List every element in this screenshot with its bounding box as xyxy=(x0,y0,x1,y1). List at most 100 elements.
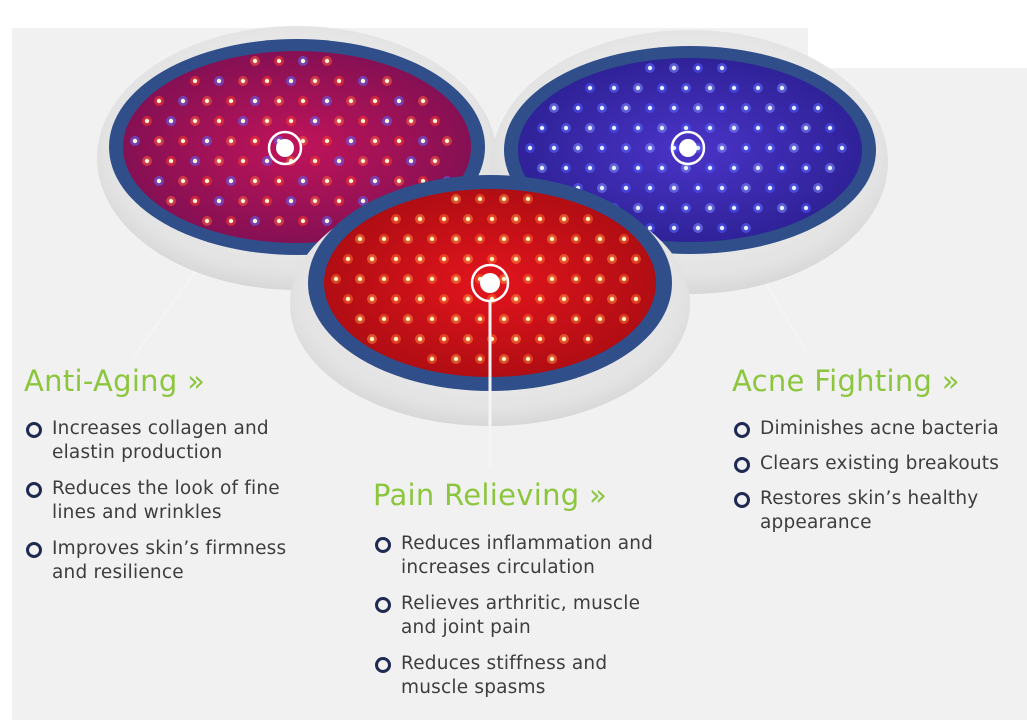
led-dot xyxy=(420,98,426,104)
led-dot xyxy=(324,98,330,104)
led-dot xyxy=(192,78,198,84)
led-dot xyxy=(513,336,519,342)
led-dot xyxy=(815,145,821,151)
led-dot xyxy=(144,118,150,124)
anti-aging-heading[interactable]: Anti-Aging » xyxy=(24,364,206,398)
led-dot xyxy=(743,145,749,151)
led-dot xyxy=(513,256,519,262)
led-dot xyxy=(336,158,342,164)
led-dot xyxy=(216,78,222,84)
led-dot xyxy=(300,98,306,104)
led-dot xyxy=(635,205,641,211)
led-dot xyxy=(441,256,447,262)
led-dot xyxy=(252,98,258,104)
led-dot xyxy=(549,276,555,282)
led-dot xyxy=(336,78,342,84)
led-dot xyxy=(561,336,567,342)
pain-relieving-heading[interactable]: Pain Relieving » xyxy=(373,478,608,512)
led-dot xyxy=(324,58,330,64)
led-dot xyxy=(707,125,713,131)
led-dot xyxy=(561,256,567,262)
led-dot xyxy=(357,276,363,282)
led-dot xyxy=(216,158,222,164)
led-dot xyxy=(264,198,270,204)
led-dot xyxy=(252,58,258,64)
led-dot xyxy=(743,225,749,231)
led-dot xyxy=(827,165,833,171)
led-dot xyxy=(791,145,797,151)
led-dot xyxy=(525,356,531,362)
led-dot xyxy=(719,185,725,191)
led-dot xyxy=(312,78,318,84)
led-dot xyxy=(501,276,507,282)
led-dot xyxy=(180,138,186,144)
led-dot xyxy=(549,316,555,322)
led-dot xyxy=(432,158,438,164)
led-dot xyxy=(827,125,833,131)
led-dot xyxy=(755,205,761,211)
led-dot xyxy=(671,225,677,231)
led-dot xyxy=(417,336,423,342)
led-dot xyxy=(156,138,162,144)
led-dot xyxy=(405,236,411,242)
led-dot xyxy=(393,296,399,302)
led-dot xyxy=(216,118,222,124)
led-dot xyxy=(791,105,797,111)
led-dot xyxy=(695,225,701,231)
led-dot xyxy=(587,85,593,91)
led-dot xyxy=(288,198,294,204)
led-dot xyxy=(621,276,627,282)
led-dot xyxy=(393,216,399,222)
led-dot xyxy=(621,236,627,242)
led-dot xyxy=(551,145,557,151)
list-item-text: Clears existing breakouts xyxy=(760,453,1000,474)
led-dot xyxy=(683,165,689,171)
led-dot xyxy=(527,145,533,151)
led-dot xyxy=(420,138,426,144)
led-dot xyxy=(384,78,390,84)
led-dot xyxy=(192,158,198,164)
led-dot xyxy=(360,78,366,84)
led-dot xyxy=(429,236,435,242)
led-dot xyxy=(611,165,617,171)
led-dot xyxy=(477,196,483,202)
led-dot xyxy=(719,65,725,71)
circle-bullet-icon xyxy=(375,597,391,613)
led-dot xyxy=(599,145,605,151)
led-dot xyxy=(537,296,543,302)
led-dot xyxy=(731,85,737,91)
list-item: Clears existing breakouts xyxy=(732,452,1022,476)
led-dot xyxy=(659,125,665,131)
led-dot xyxy=(573,236,579,242)
led-dot xyxy=(180,178,186,184)
led-dot xyxy=(420,178,426,184)
led-dot xyxy=(623,145,629,151)
led-dot xyxy=(539,165,545,171)
led-dot xyxy=(683,205,689,211)
list-item: Diminishes acne bacteria xyxy=(732,417,1022,441)
led-dot xyxy=(228,218,234,224)
led-dot xyxy=(453,316,459,322)
list-item: Relieves arthritic, muscle and joint pai… xyxy=(373,592,673,640)
led-dot xyxy=(477,236,483,242)
acne-fighting-list: Diminishes acne bacteria Clears existing… xyxy=(732,417,1022,547)
circle-bullet-icon xyxy=(375,537,391,553)
led-dot xyxy=(408,118,414,124)
led-dot xyxy=(659,85,665,91)
list-item: Restores skin’s healthy appearance xyxy=(732,487,1022,535)
led-dot xyxy=(635,165,641,171)
led-dot xyxy=(585,296,591,302)
led-dot xyxy=(204,98,210,104)
led-dot xyxy=(429,276,435,282)
led-dot xyxy=(168,198,174,204)
led-dot xyxy=(276,218,282,224)
led-dot xyxy=(537,336,543,342)
led-dot xyxy=(489,216,495,222)
led-dot xyxy=(429,316,435,322)
led-dot xyxy=(312,158,318,164)
led-dot xyxy=(372,178,378,184)
led-dot xyxy=(345,296,351,302)
acne-fighting-heading[interactable]: Acne Fighting » xyxy=(732,364,960,398)
led-dot xyxy=(647,65,653,71)
led-dot xyxy=(465,336,471,342)
